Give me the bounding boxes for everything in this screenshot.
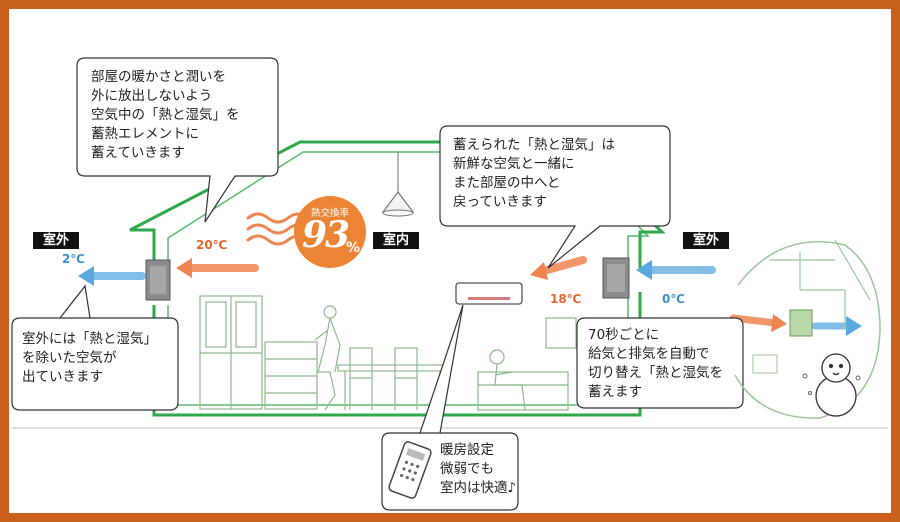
- bubble-bottom-left: [11, 284, 179, 411]
- chair-left: [349, 347, 373, 379]
- snow-scene: [734, 239, 881, 419]
- label-outdoor-left: 室外: [33, 232, 79, 249]
- dining-table: [337, 364, 449, 372]
- temp-exhaust-warm: 20℃: [196, 238, 228, 252]
- bubble-text-bottom-left: 室外には「熱と湿気」 を除いた空気が 出ていきます: [22, 331, 157, 385]
- bubble-text-right: 70秒ごとに 給気と排気を自動で 切り替え「熱と湿気を 蓄えます: [588, 327, 723, 400]
- snow-house-vent: [789, 309, 813, 337]
- bubble-right: [576, 317, 744, 409]
- badge-title: 熱交換率: [310, 208, 349, 219]
- pendant-lamp-icon: [381, 152, 415, 217]
- ventilation-unit-icon: [602, 257, 630, 299]
- snowman-icon: [815, 353, 857, 417]
- bubble-top-left: [76, 57, 279, 223]
- remote-control-icon: [388, 441, 432, 499]
- temp-supply-warm: 18℃: [550, 292, 582, 306]
- person-head: [323, 305, 337, 319]
- snowflakes: [802, 373, 861, 395]
- window-frame: [545, 317, 577, 349]
- label-outdoor-right: 室外: [683, 232, 729, 249]
- label-indoor: 室内: [373, 232, 419, 249]
- bubble-text-top-left: 部屋の暖かさと潤いを 外に放出しないよう 空気中の「熱と湿気」を 蓄熱エレメント…: [91, 69, 240, 161]
- badge-unit: %: [346, 240, 361, 256]
- temp-outdoor-right: 0℃: [662, 292, 685, 306]
- bubble-text-top-right: 蓄えられた「熱と湿気」は 新鮮な空気と一緒に また部屋の中へと 戻っていきます: [453, 137, 615, 210]
- temp-outdoor-left: 2℃: [62, 252, 85, 266]
- bubble-top-right: [439, 125, 671, 269]
- interior-sketch: [199, 295, 577, 411]
- chair-right: [394, 347, 418, 379]
- person-body: [314, 317, 341, 411]
- heat-exchange-badge: [294, 196, 366, 268]
- bubble-text-bottom-center: 暖房設定 微弱でも 室内は快適♪: [440, 442, 517, 496]
- cold-air-arrows: [78, 260, 862, 336]
- air-conditioner-icon: [455, 282, 523, 305]
- warm-arrow-supply: [536, 256, 587, 276]
- seated-person-head: [489, 349, 505, 365]
- speech-bubbles: [11, 57, 744, 511]
- badge-value: 93: [301, 214, 350, 256]
- sofa: [477, 371, 569, 411]
- ventilation-unit-icon: [145, 259, 171, 301]
- seated-person-body: [494, 363, 526, 411]
